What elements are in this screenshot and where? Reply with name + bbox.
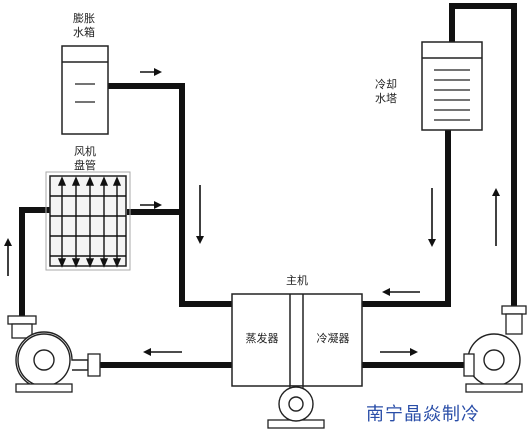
- label-fan-coil: 风机盘管: [74, 145, 96, 172]
- cooling-tower: [421, 41, 483, 131]
- pipe-fan-coil-supply: [19, 207, 50, 318]
- compressor-icon: [267, 385, 325, 429]
- watermark-text: 南宁晶焱制冷: [366, 404, 480, 425]
- fan-coil-unit: [45, 171, 131, 271]
- pipe-network: [19, 3, 517, 368]
- pipe-tower-supply: [449, 3, 517, 318]
- right-pump-icon: [463, 305, 527, 393]
- label-expansion-tank: 膨胀水箱: [73, 12, 95, 39]
- pipe-tower-return: [362, 128, 451, 307]
- left-pump-icon: [7, 315, 101, 393]
- flow-arrows: [4, 68, 500, 356]
- expansion-tank: [61, 45, 109, 135]
- label-main-unit: 主机: [286, 274, 308, 287]
- label-evaporator: 蒸发器: [245, 332, 279, 345]
- pipe-expansion-tank: [108, 83, 232, 307]
- label-cooling-tower: 冷却水塔: [375, 78, 397, 105]
- main-unit: [231, 293, 363, 429]
- label-condenser: 冷凝器: [316, 332, 350, 345]
